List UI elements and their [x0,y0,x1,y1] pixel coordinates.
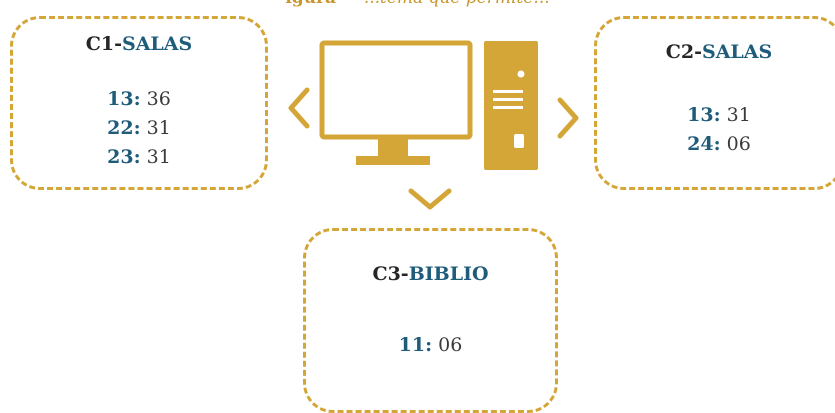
entry-separator: : [425,334,433,356]
chevron-left-icon [288,87,310,129]
chevron-right-icon [557,97,579,139]
computer-icon [319,40,538,170]
node-c3-title: C3-BIBLIO [306,263,555,285]
node-c2-entry: 13: 31 [597,101,835,130]
entry-value: 31 [146,146,171,168]
node-c1-entries: 13: 36 22: 31 23: 31 [13,85,265,172]
node-c2-entries: 13: 31 24: 06 [597,101,835,159]
entry-key: 23 [107,146,134,168]
node-c2-title: C2-SALAS [597,41,835,63]
node-c3-biblio: C3-BIBLIO 11: 06 [303,228,558,413]
node-c2-prefix: C2- [665,41,702,63]
entry-key: 24 [687,133,714,155]
entry-separator: : [133,88,141,110]
computer-monitor-icon [319,40,473,165]
entry-value: 06 [726,133,751,155]
node-c1-entry: 22: 31 [13,114,265,143]
node-c3-entry: 11: 06 [306,331,555,360]
node-c1-name: SALAS [121,33,193,55]
entry-value: 36 [146,88,171,110]
entry-separator: : [713,104,721,126]
node-c3-prefix: C3- [372,263,409,285]
node-c3-name: BIBLIO [408,263,489,285]
computer-tower-icon [484,41,538,170]
node-c3-entries: 11: 06 [306,331,555,360]
entry-value: 31 [726,104,751,126]
entry-key: 13 [107,88,134,110]
node-c1-entry: 23: 31 [13,143,265,172]
figure-caption-rest: — ...tema que permite... [336,0,549,8]
node-c2-salas: C2-SALAS 13: 31 24: 06 [594,16,835,190]
entry-key: 22 [107,117,134,139]
node-c2-entry: 24: 06 [597,130,835,159]
figure-caption-bold: igura [285,0,336,8]
node-c2-name: SALAS [701,41,773,63]
node-c1-entry: 13: 36 [13,85,265,114]
entry-value: 31 [146,117,171,139]
node-c1-salas: C1-SALAS 13: 36 22: 31 23: 31 [10,16,268,190]
entry-key: 11 [398,334,426,356]
entry-separator: : [133,117,141,139]
entry-key: 13 [687,104,714,126]
entry-value: 06 [438,334,463,356]
entry-separator: : [133,146,141,168]
figure-caption-cut: igura — ...tema que permite... [0,0,835,8]
node-c1-prefix: C1- [85,33,122,55]
node-c1-title: C1-SALAS [13,33,265,55]
chevron-down-icon [408,188,452,210]
entry-separator: : [713,133,721,155]
